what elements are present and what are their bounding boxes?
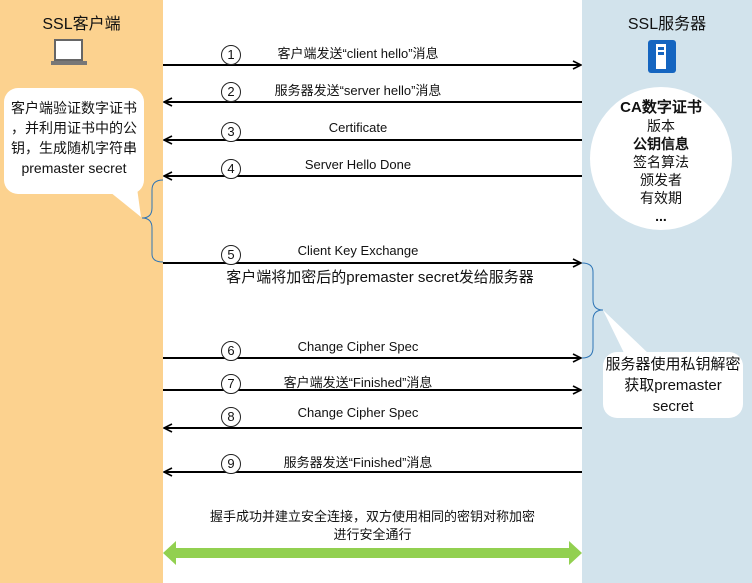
note-line: 客户端验证数字证书 [11, 100, 137, 116]
ca-certificate: CA数字证书 版本 公钥信息 签名算法 颁发者 有效期 ... [590, 87, 732, 230]
result-text: 握手成功并建立安全连接，双方使用相同的密钥对称加密 进行安全通行 [163, 508, 582, 544]
step-number: 8 [221, 407, 241, 427]
message-label: 客户端发送“client hello”消息 [277, 46, 439, 61]
server-icon [648, 40, 676, 73]
message-label: Client Key Exchange [297, 243, 419, 258]
result-line: 握手成功并建立安全连接，双方使用相同的密钥对称加密 [209, 509, 535, 524]
certificate-title: CA数字证书 [620, 99, 702, 116]
note-line: ，并利用证书中的公 [11, 120, 137, 136]
laptop-icon [51, 39, 87, 65]
step-number: 7 [221, 374, 241, 394]
note-line: secret [652, 397, 694, 415]
cert-field: 公钥信息 [633, 136, 689, 152]
cert-field: 有效期 [640, 190, 682, 206]
client-note: 客户端验证数字证书 ，并利用证书中的公 钥，生成随机字符串 premaster … [4, 88, 144, 194]
step-number: 6 [221, 341, 241, 361]
client-title: SSL客户端 [42, 16, 121, 33]
message-label: Change Cipher Spec [297, 339, 419, 354]
server-note: 服务器使用私钥解密 获取premaster secret [603, 352, 743, 418]
step-number: 3 [221, 122, 241, 142]
result-line: 进行安全通行 [333, 527, 412, 542]
step-number: 2 [221, 82, 241, 102]
server-bracket [581, 262, 604, 359]
client-bracket [141, 179, 164, 263]
message-label: Change Cipher Spec [297, 405, 419, 420]
note-line: 获取premaster [624, 376, 722, 394]
step-number: 1 [221, 45, 241, 65]
message-sublabel: 客户端将加密后的premaster secret发给服务器 [226, 269, 534, 286]
cert-field: 版本 [647, 118, 675, 134]
step-number: 5 [221, 245, 241, 265]
cert-field: 颁发者 [640, 172, 682, 188]
step-number: 4 [221, 159, 241, 179]
cert-field: 签名算法 [633, 154, 689, 170]
message-label: Server Hello Done [304, 157, 412, 172]
message-label: 服务器发送“Finished”消息 [283, 455, 433, 470]
message-label: 客户端发送“Finished”消息 [283, 375, 433, 390]
cert-field: ... [655, 208, 667, 224]
message-label: Certificate [328, 120, 388, 135]
server-title: SSL服务器 [627, 16, 707, 33]
message-label: 服务器发送“server hello”消息 [274, 83, 442, 98]
note-line: 钥，生成随机字符串 [11, 140, 137, 156]
secure-connection-arrow [163, 541, 582, 565]
note-line: 服务器使用私钥解密 [605, 355, 741, 373]
step-number: 9 [221, 454, 241, 474]
note-line: premaster secret [21, 160, 127, 176]
